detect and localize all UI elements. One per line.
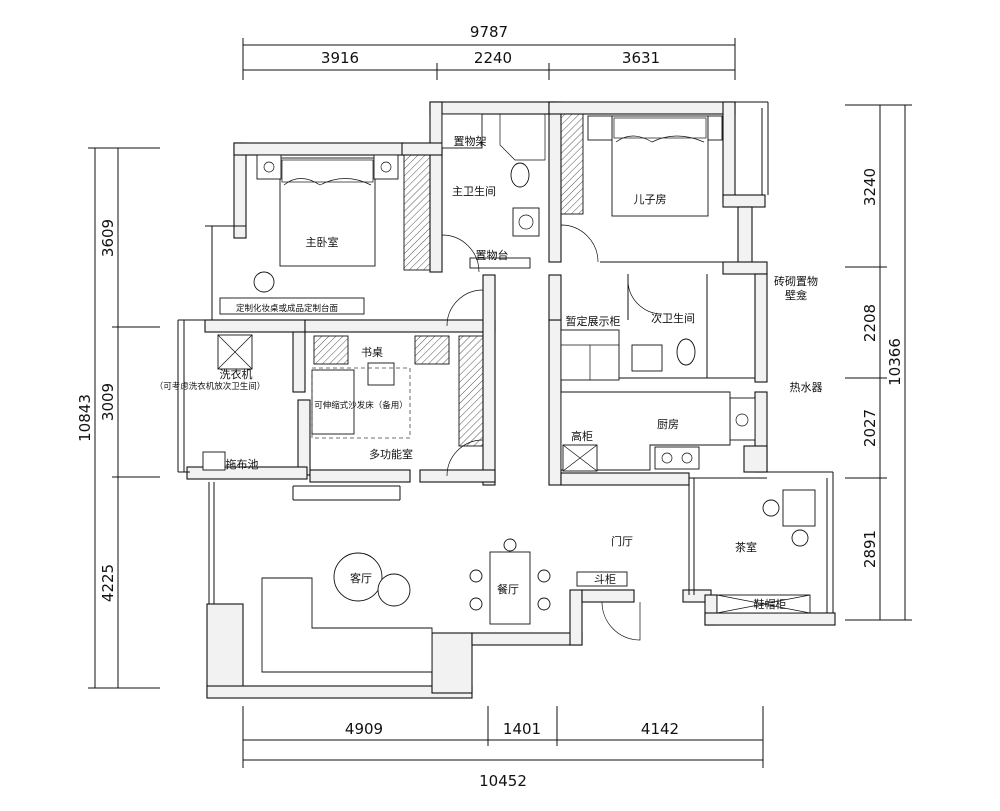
label-desk: 书桌	[361, 346, 383, 359]
dim-top-1: 3916	[321, 49, 359, 67]
room-labels: 主卧室 定制化妆桌或成品定制台面 置物架 主卫生间 置物台 儿子房 砖砌置物 壁…	[155, 134, 823, 611]
label-brick-niche-2: 壁龛	[785, 288, 807, 302]
label-kitchen: 厨房	[657, 418, 679, 431]
dim-right-1: 3240	[861, 168, 879, 206]
dim-right-total: 10366	[886, 338, 904, 386]
label-second-bath: 次卫生间	[651, 311, 695, 325]
label-master-bedroom: 主卧室	[306, 235, 339, 249]
label-shelf: 置物架	[454, 134, 487, 148]
dim-right-4: 2891	[861, 530, 879, 568]
label-shoe-cabinet: 鞋帽柜	[754, 597, 787, 611]
dim-left-total: 10843	[76, 394, 94, 442]
dimension-right: 3240 2208 2027 2891 10366	[845, 104, 912, 621]
label-brick-niche-1: 砖砌置物	[774, 274, 818, 288]
label-washer-note: （可考虑洗衣机放次卫生间）	[155, 381, 266, 392]
label-washer: 洗衣机	[220, 367, 253, 381]
dim-bottom-1: 4909	[345, 720, 383, 738]
dim-left-1: 3609	[99, 219, 117, 257]
label-living-room: 客厅	[350, 571, 372, 585]
label-master-bath: 主卫生间	[452, 184, 496, 198]
dimension-top: 9787 3916 2240 3631	[242, 23, 736, 80]
dimension-left: 10843 3609 3009 4225	[76, 147, 160, 689]
label-cabinet: 斗柜	[594, 573, 616, 586]
dim-right-3: 2027	[861, 409, 879, 447]
furniture	[202, 113, 816, 673]
label-foyer: 门厅	[611, 534, 633, 548]
label-sofa-bed: 可伸缩式沙发床（备用）	[314, 400, 408, 411]
dimension-bottom: 4909 1401 4142 10452	[242, 706, 764, 790]
dim-left-3: 4225	[99, 564, 117, 602]
dim-bottom-total: 10452	[479, 772, 527, 790]
label-mop-sink: 拖布池	[226, 457, 259, 471]
label-water-heater: 热水器	[790, 381, 823, 394]
dim-bottom-2: 1401	[503, 720, 541, 738]
label-tea-room: 茶室	[735, 540, 757, 554]
walls	[186, 101, 836, 699]
label-kids-room: 儿子房	[634, 193, 667, 206]
label-display-cabinet: 暂定展示柜	[566, 314, 621, 328]
dim-left-2: 3009	[99, 383, 117, 421]
dim-top-2: 2240	[474, 49, 512, 67]
dim-top-3: 3631	[622, 49, 660, 67]
outline-lines	[177, 101, 834, 613]
label-counter: 置物台	[476, 248, 509, 262]
label-dresser-note: 定制化妆桌或成品定制台面	[236, 303, 339, 314]
dim-top-total: 9787	[470, 23, 508, 41]
dim-right-2: 2208	[861, 304, 879, 342]
label-tall-cabinet: 高柜	[571, 429, 593, 443]
dim-bottom-3: 4142	[641, 720, 679, 738]
label-multi-room: 多功能室	[369, 447, 413, 461]
label-dining-room: 餐厅	[497, 582, 519, 596]
